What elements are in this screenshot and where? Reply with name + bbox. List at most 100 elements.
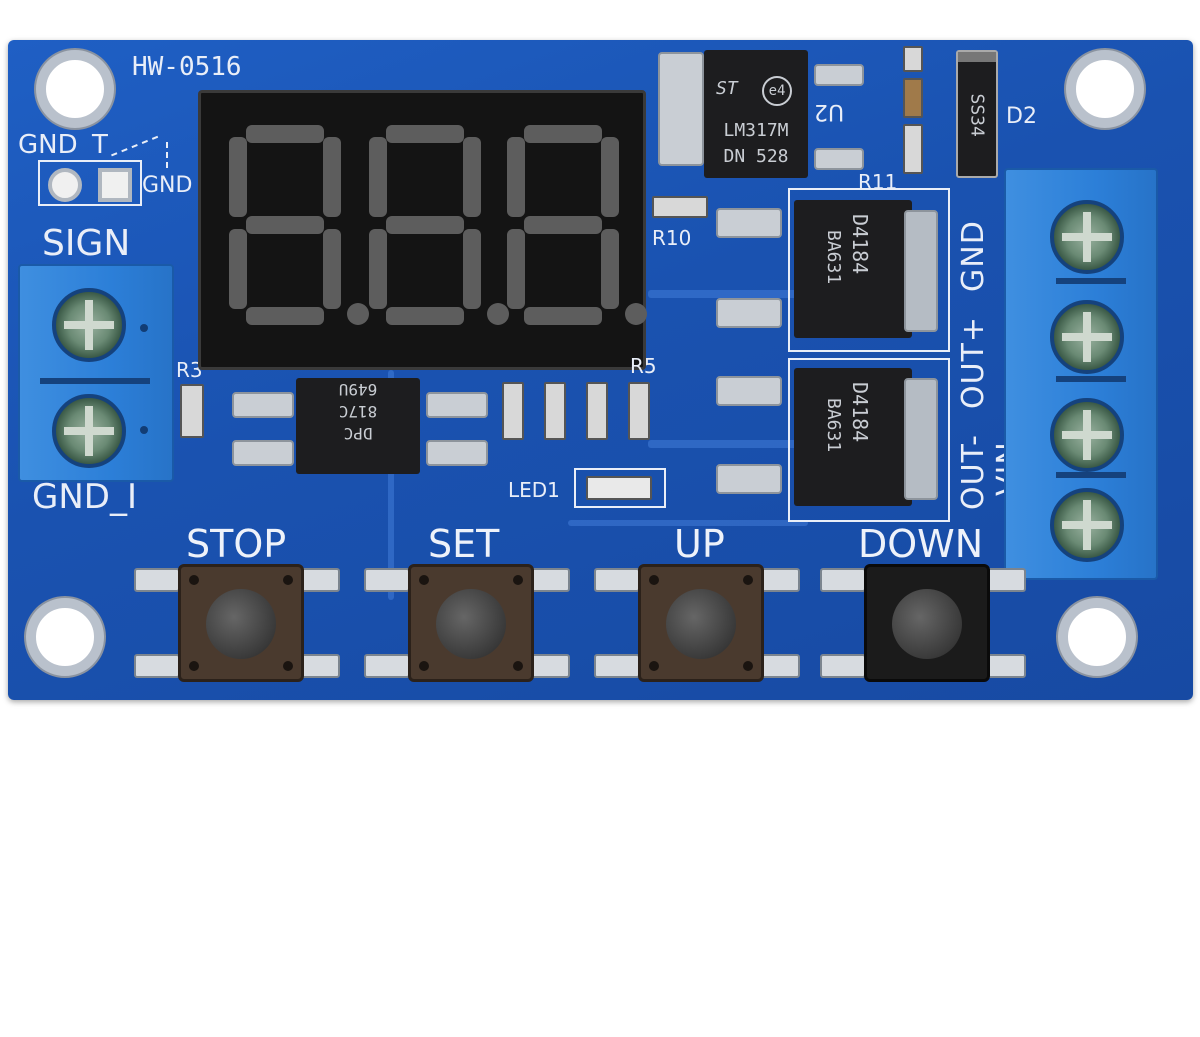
terminal-divider <box>40 378 150 384</box>
capacitor <box>903 46 923 72</box>
display-digit-3 <box>507 125 647 325</box>
pcb-trace <box>648 290 798 298</box>
regulator-lead <box>814 64 864 86</box>
terminal-screw <box>52 394 126 468</box>
terminal-screw-gnd <box>1050 300 1124 374</box>
pcb-trace <box>568 520 808 526</box>
resistor-r3 <box>180 384 204 438</box>
opto-lead <box>232 440 294 466</box>
seven-segment-display <box>198 90 647 370</box>
mosfet-lead <box>716 464 782 494</box>
resistor <box>544 382 566 440</box>
circuit-board: HW-0516 GND T GND SIGN GND_I R3 <box>8 40 1193 700</box>
mounting-hole <box>36 50 114 128</box>
mosfet-bottom: D4184 BA631 <box>794 368 912 506</box>
regulator-lead <box>814 148 864 170</box>
diode-marking: SS34 <box>966 93 988 137</box>
resistor-r10 <box>652 196 708 218</box>
capacitor <box>903 78 923 118</box>
gnd-label: GND <box>18 130 78 160</box>
set-button[interactable] <box>408 564 534 682</box>
mounting-hole <box>1066 50 1144 128</box>
down-button-label: DOWN <box>858 522 984 566</box>
stop-button-label: STOP <box>186 522 287 566</box>
pcb-trace <box>388 370 394 600</box>
u2-label: U2 <box>814 99 845 124</box>
terminal-hole <box>140 426 148 434</box>
mosfet-lead <box>716 208 782 238</box>
mosfet-top-code: BA631 <box>823 230 844 285</box>
resistor-r5 <box>628 382 650 440</box>
regulator-date-code: DN 528 <box>723 146 789 167</box>
opto-lead <box>426 392 488 418</box>
switch-symbol-line <box>166 142 168 168</box>
pin-label-out-plus: OUT+ <box>956 316 991 410</box>
led-outline <box>574 468 666 508</box>
led1 <box>586 476 652 500</box>
opto-line-3: 649U <box>338 380 378 399</box>
t-label: T <box>92 130 108 160</box>
mosfet-outline <box>788 188 950 352</box>
mosfet-lead <box>716 376 782 406</box>
lm317m-regulator: ST e4 LM317M DN 528 <box>704 50 808 178</box>
ss34-diode: SS34 <box>956 50 998 178</box>
e4-mark: e4 <box>762 76 792 106</box>
mosfet-tab <box>904 378 938 500</box>
header-outline <box>38 160 142 206</box>
mosfet-lead <box>716 298 782 328</box>
opto-lead <box>232 392 294 418</box>
gnd-small-label: GND <box>142 173 193 198</box>
led1-label: LED1 <box>508 478 560 502</box>
set-button-label: SET <box>428 522 500 566</box>
mosfet-tab <box>904 210 938 332</box>
mounting-hole <box>1058 598 1136 676</box>
stop-button-cap[interactable] <box>206 589 276 659</box>
pin-label-gnd: GND <box>956 220 991 292</box>
display-digit-2 <box>369 125 509 325</box>
set-button-cap[interactable] <box>436 589 506 659</box>
header-pin <box>48 168 82 202</box>
mosfet-outline <box>788 358 950 522</box>
terminal-screw-out-plus <box>1050 398 1124 472</box>
power-terminal-block <box>1004 168 1158 580</box>
diode-band <box>958 52 996 62</box>
resistor <box>903 124 923 174</box>
opto-line-1: DPC <box>343 424 373 443</box>
optocoupler: DPC 817C 649U <box>296 378 420 474</box>
mosfet-top: D4184 BA631 <box>794 200 912 338</box>
down-button[interactable] <box>864 564 990 682</box>
switch-symbol <box>111 135 159 159</box>
d2-label: D2 <box>1006 104 1037 129</box>
up-button[interactable] <box>638 564 764 682</box>
mosfet-top-marking: D4184 <box>848 214 872 275</box>
opto-marking: DPC 817C 649U <box>296 378 420 458</box>
opto-line-2: 817C <box>338 402 378 421</box>
terminal-divider <box>1056 472 1126 478</box>
pin-label-out-minus: OUT- <box>956 434 991 510</box>
down-button-cap[interactable] <box>892 589 962 659</box>
terminal-divider <box>1056 376 1126 382</box>
terminal-divider <box>1056 278 1126 284</box>
gnd-1-label: GND_I <box>32 477 137 517</box>
display-digit-1 <box>229 125 369 325</box>
st-logo: ST <box>716 78 738 99</box>
resistor <box>502 382 524 440</box>
sign-label: SIGN <box>42 223 131 264</box>
signal-terminal-block <box>18 264 174 482</box>
r3-label: R3 <box>176 358 203 382</box>
regulator-tab <box>658 52 704 166</box>
up-button-cap[interactable] <box>666 589 736 659</box>
r11-label: R11 <box>858 170 898 194</box>
mosfet-bottom-code: BA631 <box>823 398 844 453</box>
header-pin <box>98 168 132 202</box>
resistor <box>586 382 608 440</box>
regulator-part-number: LM317M <box>723 120 789 141</box>
terminal-screw <box>52 288 126 362</box>
terminal-screw-vin <box>1050 200 1124 274</box>
model-label: HW-0516 <box>132 52 242 82</box>
stop-button[interactable] <box>178 564 304 682</box>
terminal-screw-out-minus <box>1050 488 1124 562</box>
mosfet-bottom-marking: D4184 <box>848 382 872 443</box>
terminal-hole <box>140 324 148 332</box>
opto-lead <box>426 440 488 466</box>
